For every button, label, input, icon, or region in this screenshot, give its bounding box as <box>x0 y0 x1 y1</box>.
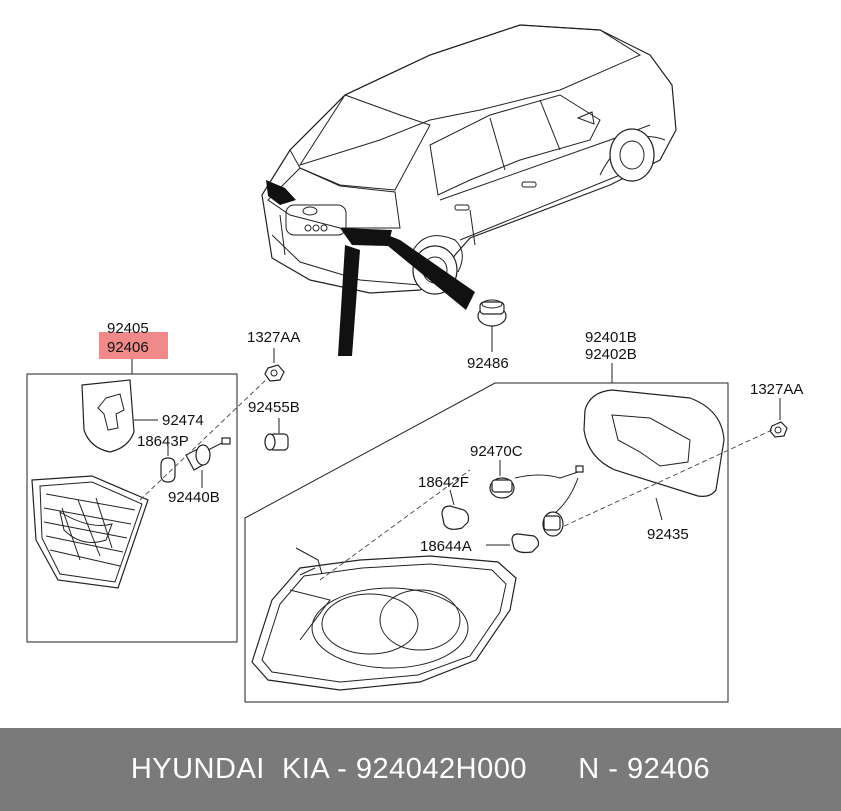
inner-lamp-group <box>26 358 271 643</box>
highlight-box <box>99 332 168 359</box>
label-92470C: 92470C <box>470 443 523 460</box>
label-92405: 92405 <box>107 320 149 337</box>
label-1327AA-right: 1327AA <box>750 381 803 398</box>
label-92401B: 92401B <box>585 329 637 346</box>
fastener-group <box>264 348 289 451</box>
label-92474: 92474 <box>162 412 204 429</box>
outer-lamp-group <box>244 363 788 703</box>
label-92486: 92486 <box>467 355 509 372</box>
parts-diagram: 92405 92406 92474 18643P 92440B 1327AA 9… <box>26 24 803 703</box>
label-92440B: 92440B <box>168 489 220 506</box>
label-92406: 92406 <box>107 339 149 356</box>
label-92402B: 92402B <box>585 346 637 363</box>
footer-bar: HYUNDAI KIA - 924042H000 N - 92406 <box>0 728 841 811</box>
label-18642F: 18642F <box>418 474 469 491</box>
part-number-caption: HYUNDAI KIA - 924042H000 N - 92406 <box>130 753 711 785</box>
label-92455B: 92455B <box>248 399 300 416</box>
label-18644A: 18644A <box>420 538 472 555</box>
label-1327AA-left: 1327AA <box>247 329 300 346</box>
car-illustration <box>261 24 677 356</box>
label-18643P: 18643P <box>137 433 189 450</box>
label-92435: 92435 <box>647 526 689 543</box>
